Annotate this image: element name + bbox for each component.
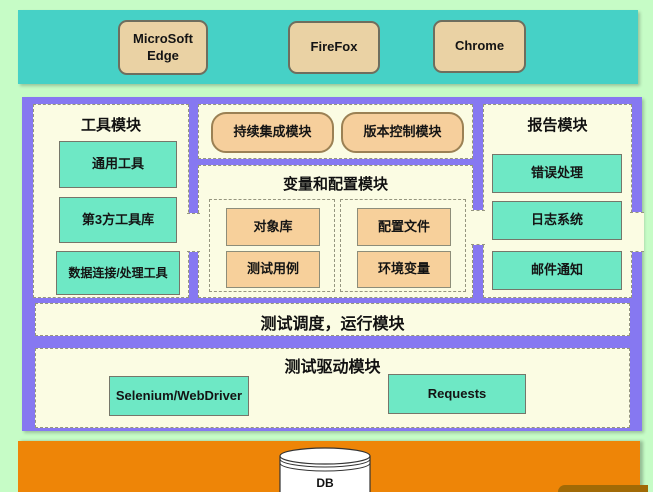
config-item-config-files: 配置文件 [357, 208, 451, 246]
tools-item-data-connect: 数据连接/处理工具 [56, 251, 180, 295]
config-item-env-vars: 环境变量 [357, 251, 451, 288]
report-module-title: 报告模块 [527, 117, 588, 134]
tools-module-panel: 工具模块 通用工具 第3方工具库 数据连接/处理工具 [33, 104, 189, 298]
browser-label: FireFox [310, 39, 358, 55]
browser-node-chrome: Chrome [433, 20, 526, 73]
config-module-panel: 变量和配置模块 对象库 测试用例 配置文件 环境变量 [198, 165, 473, 298]
browser-label: MicroSoft Edge [133, 31, 193, 63]
module-version-control: 版本控制模块 [341, 112, 464, 153]
config-item-object-repo: 对象库 [226, 208, 320, 246]
driver-item-selenium-webdriver: Selenium/WebDriver [109, 376, 249, 416]
module-continuous-integration: 持续集成模块 [211, 112, 334, 153]
report-item-log-system: 日志系统 [492, 201, 622, 240]
driver-module-panel: 测试驱动模块 Selenium/WebDriver Requests [35, 348, 630, 428]
connector-tools-config [187, 213, 200, 252]
tools-item-3rd-party-lib: 第3方工具库 [59, 197, 177, 243]
report-module-panel: 报告模块 错误处理 日志系统 邮件通知 [483, 104, 632, 298]
connector-report-right-edge [630, 212, 644, 252]
database-band-corner-shadow [558, 485, 648, 492]
db-cylinder-icon: DB [279, 447, 371, 492]
integration-row-panel: 持续集成模块 版本控制模块 [198, 104, 473, 159]
config-item-test-cases: 测试用例 [226, 251, 320, 288]
scheduler-module-title: 测试调度，运行模块 [260, 316, 405, 333]
db-label: DB [316, 476, 334, 490]
browser-node-microsoft-edge: MicroSoft Edge [118, 20, 208, 75]
driver-item-requests: Requests [388, 374, 526, 414]
connector-config-report [471, 210, 485, 245]
report-item-error-handling: 错误处理 [492, 154, 622, 193]
browser-node-firefox: FireFox [288, 21, 380, 74]
browser-label: Chrome [454, 38, 505, 54]
tools-module-title: 工具模块 [80, 117, 141, 134]
config-module-title: 变量和配置模块 [282, 176, 388, 193]
report-item-mail-notify: 邮件通知 [492, 251, 622, 290]
config-subgroup-left: 对象库 测试用例 [209, 199, 335, 292]
tools-item-common-tools: 通用工具 [59, 141, 177, 188]
browser-band: MicroSoft Edge FireFox Chrome [18, 10, 638, 84]
scheduler-module-band: 测试调度，运行模块 [35, 303, 630, 336]
driver-module-title: 测试驱动模块 [284, 359, 381, 376]
config-subgroup-right: 配置文件 环境变量 [340, 199, 466, 292]
